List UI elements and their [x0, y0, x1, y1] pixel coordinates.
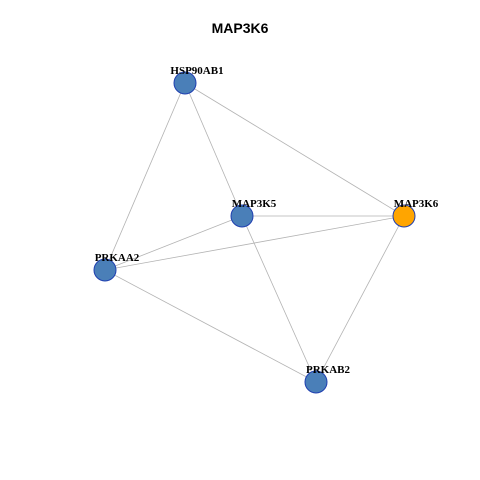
node-prkaa2[interactable]	[93, 258, 117, 282]
node-label-prkab2: PRKAB2	[306, 364, 351, 376]
edge-prkaa2-map3k6	[104, 215, 405, 271]
node-hsp90ab1[interactable]	[173, 71, 197, 95]
node-map3k6[interactable]	[392, 204, 416, 228]
edge-map3k5-prkaa2	[104, 215, 243, 271]
edge-hsp90ab1-prkaa2	[104, 82, 186, 271]
node-prkab2[interactable]	[304, 370, 328, 394]
graph-title: MAP3K6	[211, 20, 269, 36]
edge-map3k6-prkab2	[315, 215, 405, 383]
node-layer	[93, 71, 416, 394]
node-label-hsp90ab1: HSP90AB1	[170, 65, 223, 77]
edge-map3k5-prkab2	[241, 215, 317, 383]
edge-prkaa2-prkab2	[104, 269, 317, 383]
node-label-prkaa2: PRKAA2	[95, 252, 140, 264]
node-label-map3k6: MAP3K6	[394, 198, 439, 210]
edge-layer	[104, 82, 405, 383]
edge-hsp90ab1-map3k6	[184, 82, 405, 217]
node-map3k5[interactable]	[230, 204, 254, 228]
edge-hsp90ab1-map3k5	[184, 82, 243, 217]
node-label-map3k5: MAP3K5	[232, 198, 277, 210]
